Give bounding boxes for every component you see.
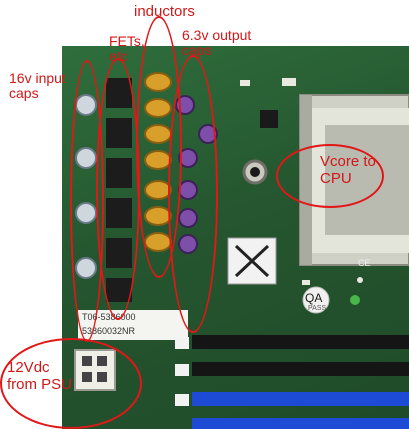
psu-ellipse — [0, 338, 142, 429]
output-caps-ellipse — [168, 55, 218, 333]
pass-text: PASS — [308, 305, 327, 312]
weee-sticker — [227, 237, 277, 285]
vcore-ellipse — [276, 144, 384, 208]
label-vcore: Vcore to CPU — [320, 153, 376, 187]
qa-text: QA — [305, 291, 323, 305]
label-inductors: inductors — [134, 3, 195, 20]
small-components — [240, 78, 363, 305]
label-output-caps: 6.3v output caps — [182, 27, 252, 58]
expansion-slots — [175, 335, 409, 429]
label-input-caps: 16v input caps — [9, 70, 66, 101]
label-psu: 12Vdc from PSU — [7, 359, 73, 393]
serial-text: T06-5386000 — [82, 312, 136, 322]
fets-ellipse — [96, 58, 140, 320]
label-fets: FETs, etc — [109, 33, 145, 64]
qa-sticker — [302, 286, 330, 314]
ce-mark: CE — [358, 258, 371, 268]
part-number-text: 53860032NR — [82, 326, 136, 336]
